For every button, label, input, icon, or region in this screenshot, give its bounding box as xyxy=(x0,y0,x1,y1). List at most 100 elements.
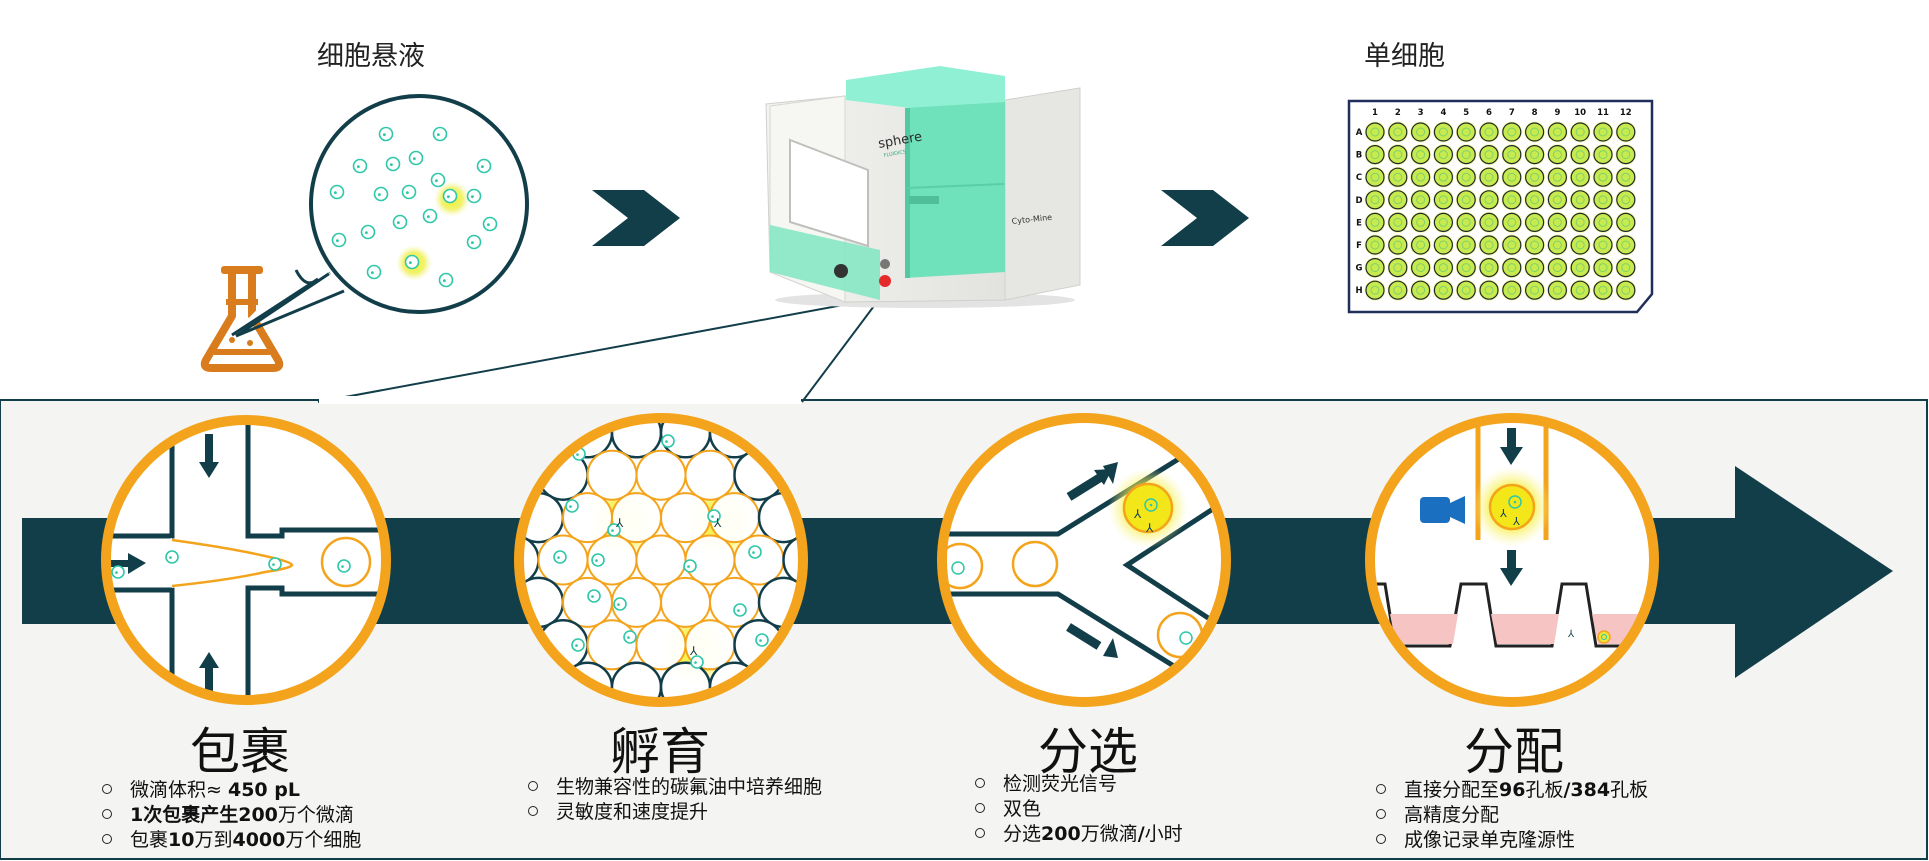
cell-icon xyxy=(482,216,498,232)
bullet-dot-icon xyxy=(528,805,538,816)
plate-well xyxy=(1364,144,1386,166)
plate-well xyxy=(1592,234,1614,256)
bullet-item: 灵敏度和速度提升 xyxy=(528,800,822,825)
plate-column-label: 4 xyxy=(1440,108,1446,118)
plate-well xyxy=(1546,234,1568,256)
plate-well xyxy=(1569,279,1591,301)
plate-well xyxy=(1546,121,1568,143)
bullet-text: 孔板 xyxy=(1610,779,1649,801)
bullet-text: 96 xyxy=(1499,779,1526,801)
cell-icon xyxy=(432,126,448,142)
bullet-text: 孔板 xyxy=(1525,779,1564,801)
plate-well xyxy=(1364,234,1386,256)
bullet-item: 生物兼容性的碳氟油中培养细胞 xyxy=(528,775,822,800)
cell-icon xyxy=(438,272,454,288)
plate-column-label: 2 xyxy=(1395,108,1401,118)
bullet-text: 高精度分配 xyxy=(1404,804,1500,826)
bullet-text: 双色 xyxy=(1003,798,1042,820)
plate-well xyxy=(1615,121,1637,143)
bullet-item: 包裹10万到4000万个细胞 xyxy=(102,828,361,853)
stage-title-encapsulation: 包裹 xyxy=(190,723,290,781)
plate-well xyxy=(1615,257,1637,279)
plate-well xyxy=(1569,257,1591,279)
plate-well xyxy=(1387,279,1409,301)
bullet-text: 检测荧光信号 xyxy=(1003,773,1118,795)
bullet-text: 分选 xyxy=(1003,823,1042,845)
plate-well xyxy=(1478,257,1500,279)
plate-well xyxy=(1615,144,1637,166)
plate-well xyxy=(1455,279,1477,301)
plate-column-label: 9 xyxy=(1554,108,1560,118)
svg-text:⅄: ⅄ xyxy=(1568,629,1575,640)
plate-well xyxy=(1387,144,1409,166)
plate-well xyxy=(1455,211,1477,233)
cell-icon xyxy=(111,565,125,579)
droplet xyxy=(660,492,711,544)
bullet-item: 1次包裹产生200万个微滴 xyxy=(102,803,361,828)
cell-icon xyxy=(268,557,282,571)
plate-well xyxy=(1592,144,1614,166)
bullet-text: 成像记录单克隆源性 xyxy=(1404,829,1576,851)
bullet-text: 450 pL xyxy=(227,779,300,801)
stage-title-incubation: 孵育 xyxy=(610,723,710,781)
bullet-item: 直接分配至96孔板/384孔板 xyxy=(1376,778,1648,803)
cell-icon xyxy=(587,589,601,603)
plate-well xyxy=(1524,279,1546,301)
droplet xyxy=(635,449,687,501)
plate-well xyxy=(1478,189,1500,211)
bullet-text: 小时 xyxy=(1144,823,1183,845)
plate-well xyxy=(1546,189,1568,211)
svg-text:⅄: ⅄ xyxy=(1513,515,1520,528)
cell-icon xyxy=(591,553,605,567)
bullet-text: 万到 xyxy=(194,829,233,851)
plate-well xyxy=(1387,121,1409,143)
plate-column-label: 10 xyxy=(1574,108,1586,118)
plate-well xyxy=(1592,211,1614,233)
plate-well xyxy=(1569,144,1591,166)
bullet-text: 灵敏度和速度提升 xyxy=(556,801,709,823)
droplet xyxy=(782,534,803,586)
bullet-dot-icon xyxy=(1376,783,1386,794)
plate-well xyxy=(1615,166,1637,188)
plate-well xyxy=(1478,121,1500,143)
antibody-icon: ⅄ xyxy=(713,516,722,530)
stage-title-sorting: 分选 xyxy=(1038,723,1138,781)
cell-suspension-label: 细胞悬液 xyxy=(317,41,425,72)
svg-text:⅄: ⅄ xyxy=(1500,507,1507,520)
plate-well xyxy=(1432,144,1454,166)
plate-well xyxy=(1364,166,1386,188)
plate-well xyxy=(1410,166,1432,188)
plate-well xyxy=(1455,234,1477,256)
bullet-item: 成像记录单克隆源性 xyxy=(1376,828,1648,853)
cell-icon xyxy=(683,559,697,573)
bullet-text: 万个微滴 xyxy=(277,804,354,826)
plate-well xyxy=(1387,211,1409,233)
bullet-dot-icon xyxy=(975,777,985,788)
cell-icon xyxy=(366,264,382,280)
plate-well xyxy=(1546,257,1568,279)
plate-well xyxy=(1524,189,1546,211)
plate-column-label: 3 xyxy=(1418,108,1424,118)
bullet-item: 双色 xyxy=(975,797,1183,822)
droplet xyxy=(733,534,785,586)
plate-well xyxy=(1410,257,1432,279)
chevron-right-icon xyxy=(1161,190,1249,246)
plate-well xyxy=(1546,211,1568,233)
bullet-text: 200 xyxy=(1041,823,1081,845)
device-model-label: Cyto-Mine xyxy=(1011,213,1052,226)
plate-well xyxy=(1410,279,1432,301)
bullet-dot-icon xyxy=(102,833,112,844)
dispensing-bullets: 直接分配至96孔板/384孔板高精度分配成像记录单克隆源性 xyxy=(1376,778,1648,853)
plate-well xyxy=(1364,211,1386,233)
cell-icon xyxy=(707,509,721,523)
cell-icon xyxy=(378,126,394,142)
bullet-text: 微滴体积≈ xyxy=(130,779,228,801)
plate-row-label: F xyxy=(1356,241,1362,251)
plate-well xyxy=(1364,279,1386,301)
bullet-item: 高精度分配 xyxy=(1376,803,1648,828)
bullet-text: 10 xyxy=(168,829,195,851)
bullet-dot-icon xyxy=(975,827,985,838)
svg-text:⅄: ⅄ xyxy=(1133,507,1142,521)
plate-row-label: C xyxy=(1356,173,1362,183)
